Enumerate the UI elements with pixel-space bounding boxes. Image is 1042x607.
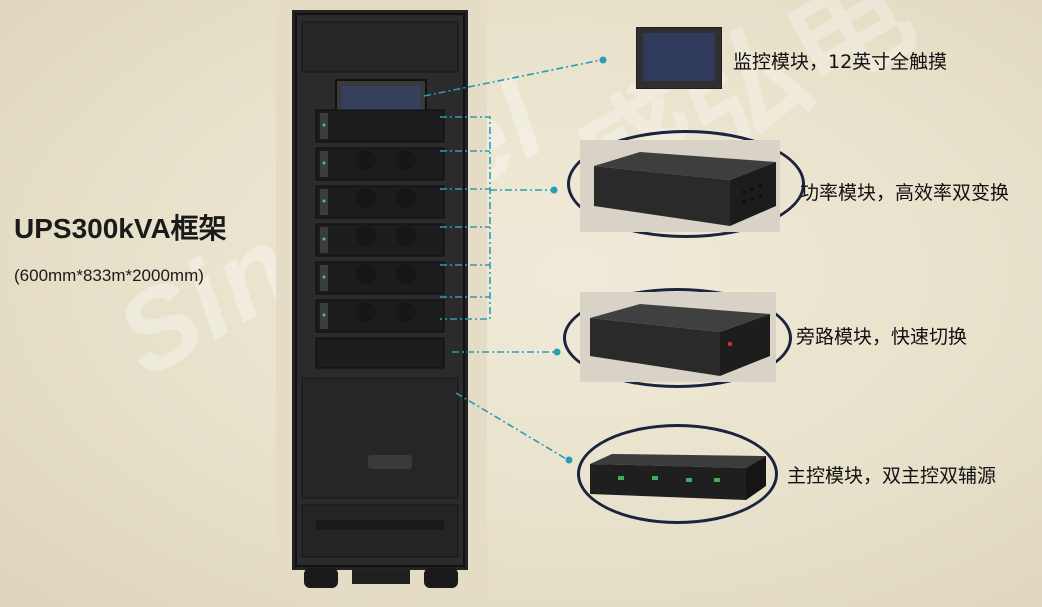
touchscreen-monitor-icon bbox=[636, 27, 722, 89]
bypass-module-ellipse bbox=[563, 288, 792, 388]
callout-label-control: 主控模块，双主控双辅源 bbox=[787, 465, 997, 487]
main-control-module-icon bbox=[590, 454, 766, 500]
bypass-module-icon bbox=[580, 292, 776, 382]
product-dimensions: (600mm*833m*2000mm) bbox=[14, 266, 204, 285]
product-title: UPS300kVA框架 bbox=[14, 213, 227, 244]
ups-rack-icon bbox=[292, 10, 468, 588]
callout-label-monitor: 监控模块，12英寸全触摸 bbox=[733, 51, 948, 73]
power-module-icon bbox=[580, 140, 780, 232]
power-module-ellipse bbox=[567, 130, 805, 238]
callout-label-power: 功率模块，高效率双变换 bbox=[800, 182, 1010, 204]
control-module-ellipse bbox=[577, 424, 778, 524]
callout-label-bypass: 旁路模块，快速切换 bbox=[796, 326, 968, 348]
